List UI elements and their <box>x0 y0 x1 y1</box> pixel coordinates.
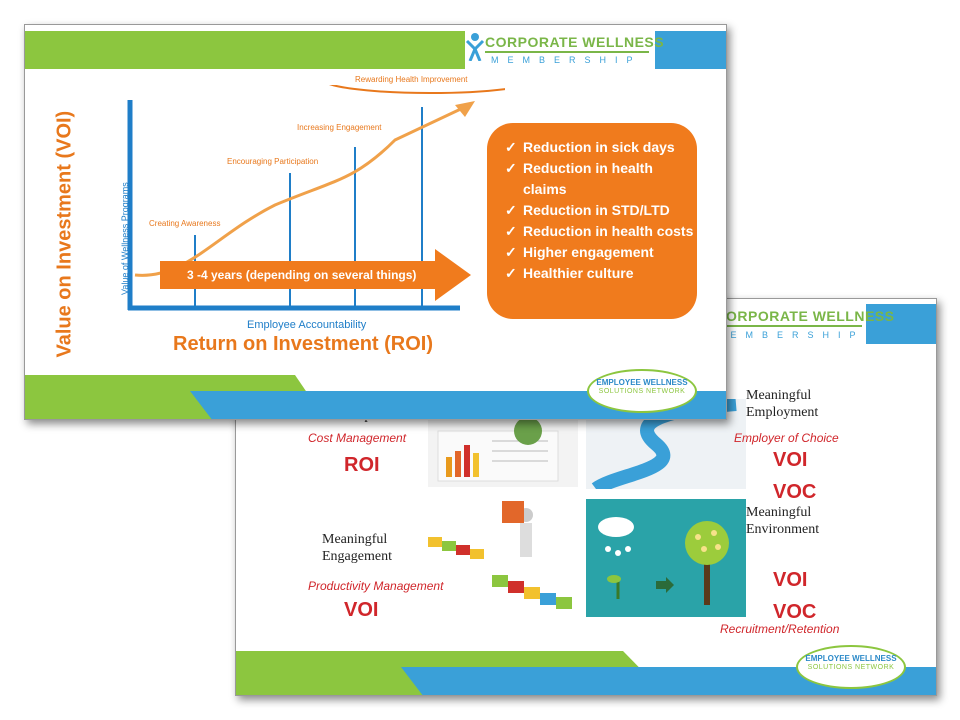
metric-voi: VOI <box>773 569 808 591</box>
header-blue-bar <box>866 304 936 344</box>
quadrant-subtitle-cost: Cost Management <box>308 431 407 445</box>
timeline-arrow <box>160 249 471 301</box>
person-icon <box>465 31 485 66</box>
logo-subtitle: MEMBERSHIP <box>714 330 865 340</box>
stage-label-participation: Encouraging Participation <box>227 157 319 166</box>
puzzle-pieces-icon <box>428 501 572 609</box>
quadrant-subtitle-productivity: Productivity Management <box>308 579 444 593</box>
benefit-item: ✓Reduction in health costs <box>505 221 697 242</box>
roi-bottom-title: Return on Investment (ROI) <box>173 333 434 355</box>
metric-roi: ROI <box>344 454 380 476</box>
check-icon: ✓ <box>505 244 517 260</box>
benefit-item: ✓Healthier culture <box>505 263 697 284</box>
benefits-list: ✓Reduction in sick days ✓Reduction in he… <box>505 137 697 284</box>
logo-underline <box>714 325 862 327</box>
benefit-item: ✓Reduction in sick days <box>505 137 697 158</box>
tree-growth-icon <box>598 517 729 605</box>
benefit-item: ✓Higher engagement <box>505 242 697 263</box>
curve-arrowhead <box>455 101 475 117</box>
check-icon: ✓ <box>505 265 517 281</box>
check-icon: ✓ <box>505 160 517 176</box>
growth-curve <box>134 105 466 277</box>
check-icon: ✓ <box>505 202 517 218</box>
chart-area <box>127 85 505 311</box>
benefit-item: ✓Reduction in health claims <box>505 160 653 197</box>
growing-tree-image <box>586 499 746 617</box>
ewsn-badge: EMPLOYEE WELLNESS SOLUTIONS NETWORK <box>796 645 906 689</box>
bar-chart-icon <box>437 417 559 482</box>
quadrant-subtitle-recruitment: Recruitment/Retention <box>720 622 840 636</box>
x-axis-label: Employee Accountability <box>247 319 367 331</box>
quadrant-subtitle-employer: Employer of Choice <box>734 431 839 445</box>
stage-label-rewarding: Rewarding Health Improvement <box>355 75 468 84</box>
metric-voc: VOC <box>773 601 817 623</box>
quadrant-title-employment: Meaningful Employment <box>746 388 819 420</box>
rewarding-ellipse <box>328 85 505 94</box>
header-white-area <box>706 299 866 347</box>
check-icon: ✓ <box>505 139 517 155</box>
voi-vertical-title: Value on Investment (VOI) <box>53 110 76 358</box>
check-icon: ✓ <box>505 223 517 239</box>
logo-title: CORPORATE WELLNESS <box>485 34 665 50</box>
puzzle-image <box>426 497 581 619</box>
logo-title: ORPORATE WELLNESS <box>726 308 895 324</box>
metric-voi: VOI <box>773 449 808 471</box>
logo-subtitle: MEMBERSHIP <box>491 55 642 65</box>
quadrant-title-environment: Meaningful Environment <box>746 505 820 537</box>
logo-underline <box>485 51 649 53</box>
benefit-item: ✓Reduction in STD/LTD <box>505 200 697 221</box>
ewsn-badge: EMPLOYEE WELLNESS SOLUTIONS NETWORK <box>587 369 697 413</box>
timeline-arrow-text: 3 -4 years (depending on several things) <box>187 268 417 282</box>
metric-voc: VOC <box>773 481 817 503</box>
header-green-bar <box>25 31 465 69</box>
chart-report-image <box>428 417 578 487</box>
metric-voi: VOI <box>344 599 379 621</box>
header-blue-bar <box>655 31 726 69</box>
front-slide: CORPORATE WELLNESS MEMBERSHIP Value on I… <box>24 24 727 420</box>
quadrant-title-engagement: Meaningful Engagement <box>322 532 392 564</box>
benefits-box: ✓Reduction in sick days ✓Reduction in he… <box>487 123 697 319</box>
stage-label-awareness: Creating Awareness <box>149 219 221 228</box>
stage-label-engagement: Increasing Engagement <box>297 123 382 132</box>
